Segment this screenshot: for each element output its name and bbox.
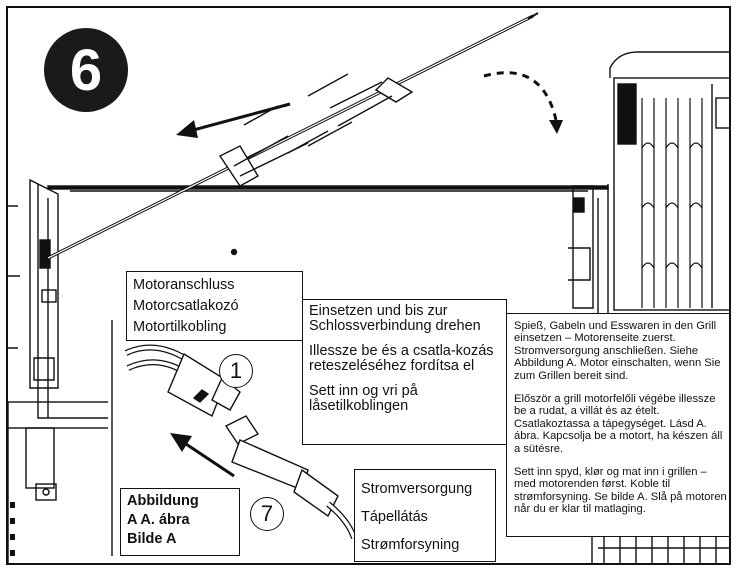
instruction-de: Spieß, Gabeln und Esswaren in den Grill …: [514, 320, 721, 382]
motor-label-no: Motortilkobling: [133, 319, 227, 335]
power-label-no: Strømforsyning: [361, 537, 460, 553]
callout-1: 1: [219, 354, 253, 388]
insert-label-no: Sett inn og vri på låsetilkoblingen: [309, 383, 418, 414]
motor-label-de: Motoranschluss: [133, 277, 235, 293]
power-label-de: Stromversorgung: [361, 481, 473, 497]
figure-label: Abbildung A A. ábra Bilde A: [120, 488, 240, 556]
figure-label-no: Bilde A: [127, 531, 177, 547]
insert-label-de: Einsetzen und bis zur Schlossverbindung …: [309, 303, 481, 334]
instructions-text: Spieß, Gabeln und Esswaren in den Grill …: [506, 313, 729, 537]
figure-label-de: Abbildung: [127, 493, 199, 509]
callout-7: 7: [250, 497, 284, 531]
power-supply-label: Stromversorgung Tápellátás Strømforsynin…: [354, 469, 496, 562]
left-bracket: [8, 178, 59, 389]
instruction-panel: 6 Motoranschluss Motorcsatlakozó Motorti…: [6, 6, 731, 565]
figure-label-hu: A A. ábra: [127, 512, 190, 528]
curved-arrow-icon: [483, 71, 563, 134]
motor-connector-label: Motoranschluss Motorcsatlakozó Motortilk…: [126, 271, 303, 341]
power-label-hu: Tápellátás: [361, 509, 428, 525]
insert-label-hu: Illessze be és a csatla-kozás reteszelés…: [309, 343, 494, 374]
instruction-no: Sett inn spyd, klør og mat inn i grillen…: [514, 466, 727, 516]
right-bracket: [568, 185, 594, 309]
direction-arrow-icon: [176, 102, 291, 138]
step-number-badge: 6: [44, 28, 128, 112]
motor-label-hu: Motorcsatlakozó: [133, 298, 239, 314]
instruction-hu: Először a grill motorfelőli végébe illes…: [514, 393, 723, 455]
insert-rotate-label: Einsetzen und bis zur Schlossverbindung …: [302, 299, 507, 445]
